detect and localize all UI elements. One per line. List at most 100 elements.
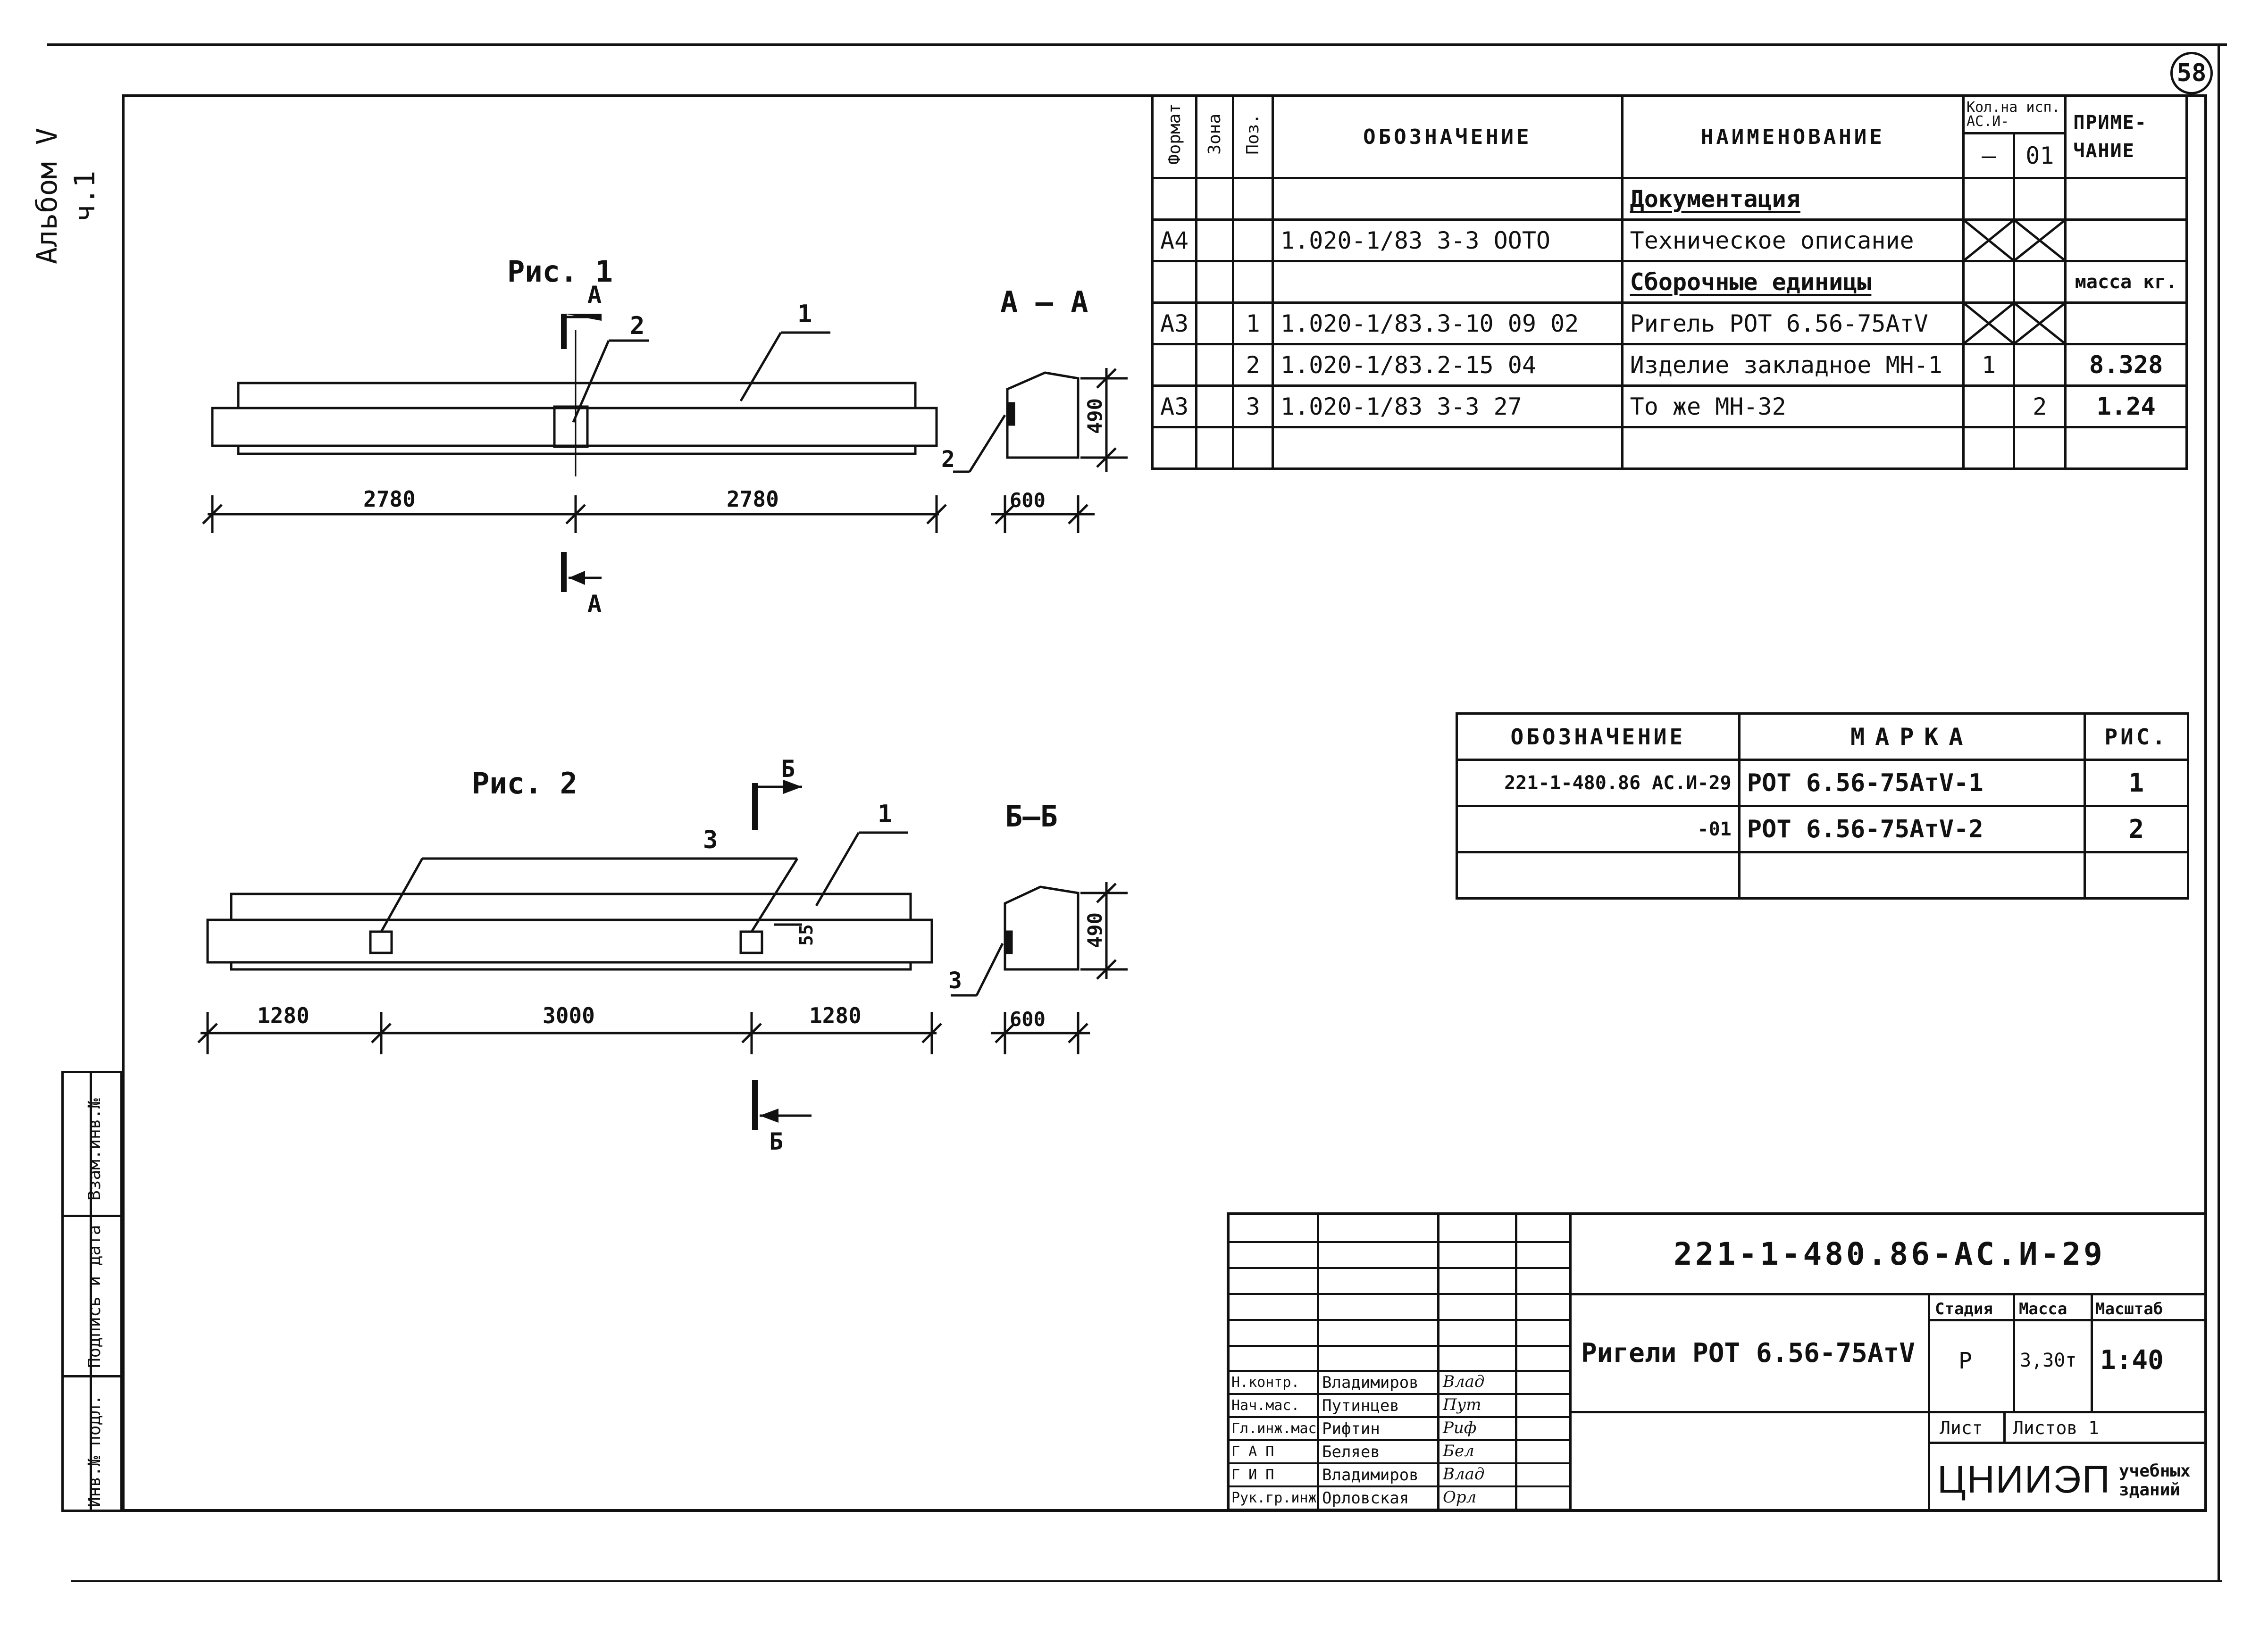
spec-name-cell: То же МН-32 <box>1621 384 1965 428</box>
signature-role: Рук.гр.инж <box>1231 1490 1317 1506</box>
spec-note-cell: масса кг. <box>2064 260 2188 304</box>
spec-qty-01-cell <box>2013 260 2067 304</box>
figure2-beam <box>206 893 933 971</box>
spec-designation-cell: 1.020-1/83.2-15 04 <box>1272 343 1624 387</box>
spec-format-cell <box>1151 343 1198 387</box>
signature-role: Г И П <box>1231 1467 1274 1483</box>
spec-row <box>1151 426 2188 470</box>
spec-designation-cell <box>1272 260 1624 304</box>
spec-pos-cell <box>1232 177 1274 221</box>
spec-name-cell: Ригель РОТ 6.56-75АтV <box>1621 301 1965 345</box>
signature-name: Рифтин <box>1322 1419 1380 1438</box>
sheet-bottom-edge <box>71 1580 2222 1582</box>
mass-value: 3,30т <box>2020 1350 2077 1371</box>
header-pos: Поз. <box>1232 94 1274 179</box>
spec-designation-cell <box>1272 426 1624 470</box>
document-code: 221-1-480.86-АС.И-29 <box>1674 1236 2105 1272</box>
figure1-section <box>1006 371 1080 459</box>
scale-value: 1:40 <box>2100 1345 2164 1376</box>
spec-format-cell: А3 <box>1151 301 1198 345</box>
mark-fig-cell <box>2083 851 2190 900</box>
signature-mark: Риф <box>1443 1418 1477 1437</box>
spec-qty-01-cell <box>2013 177 2067 221</box>
spec-format-cell: А4 <box>1151 218 1198 262</box>
mark-fig-cell: 2 <box>2083 805 2190 853</box>
figure2-title: Рис. 2 <box>472 766 577 801</box>
spec-qty-01-cell <box>2013 426 2067 470</box>
mark-designation-cell: -01 <box>1456 805 1741 853</box>
header-format: Формат <box>1151 94 1198 179</box>
scale-label: Масштаб <box>2095 1300 2163 1318</box>
spec-qty-main-cell <box>1962 260 2016 304</box>
signature-mark: Бел <box>1443 1442 1474 1460</box>
figure1-dim-right: 2780 <box>727 486 779 512</box>
spec-qty-01-cell <box>2013 218 2067 262</box>
spec-qty-main-cell <box>1962 384 2016 428</box>
signature-name: Владимиров <box>1322 1373 1419 1392</box>
signature-mark: Влад <box>1443 1465 1485 1484</box>
header-qty-01: 01 <box>2013 132 2067 179</box>
spec-format-cell <box>1151 177 1198 221</box>
mark-table: ОБОЗНАЧЕНИЕ МАРКА РИС. 221-1-480.86 АС.И… <box>1456 712 2190 900</box>
spec-note-cell: 8.328 <box>2064 343 2188 387</box>
spec-name-cell <box>1621 426 1965 470</box>
spec-pos-cell: 3 <box>1232 384 1274 428</box>
spec-note-cell: 1.24 <box>2064 384 2188 428</box>
spec-note-cell <box>2064 426 2188 470</box>
specification-table: Формат Зона Поз. ОБОЗНАЧЕНИЕ НАИМЕНОВАНИ… <box>1151 94 2188 470</box>
figure2-dim-section-width: 600 <box>1010 1008 1046 1031</box>
sheet-number: 58 <box>2176 59 2207 87</box>
figure2-section-label: Б–Б <box>1005 799 1058 834</box>
spec-qty-main-cell: 1 <box>1962 343 2016 387</box>
spec-qty-main-cell <box>1962 218 2016 262</box>
spec-pos-cell: 1 <box>1232 301 1274 345</box>
spec-name-cell: Изделие закладное МН-1 <box>1621 343 1965 387</box>
signature-name: Путинцев <box>1322 1396 1399 1415</box>
figure2-dim-right: 1280 <box>809 1003 862 1028</box>
spec-qty-main-cell <box>1962 301 2016 345</box>
signature-mark: Орл <box>1443 1488 1477 1507</box>
sheets-label: Листов 1 <box>2013 1418 2100 1438</box>
figure2-callout-beam: 1 <box>878 800 893 828</box>
mark-fig-cell: 1 <box>2083 759 2190 807</box>
stage-label: Стадия <box>1935 1300 1993 1318</box>
signature-name: Беляев <box>1322 1443 1380 1461</box>
spec-zone-cell <box>1195 177 1235 221</box>
figure2-embed-right <box>739 930 763 954</box>
spec-designation-cell: 1.020-1/83.3-10 09 02 <box>1272 301 1624 345</box>
figure1-dim-left: 2780 <box>363 486 416 512</box>
header-qty-group: Кол.на исп. АС.И- <box>1962 94 2067 134</box>
title-cell: Ригели РОТ 6.56-75АтV <box>1572 1295 1930 1413</box>
mark-designation-cell: 221-1-480.86 АС.И-29 <box>1456 759 1741 807</box>
spec-name-cell: Техническое описание <box>1621 218 1965 262</box>
mark-header-fig: РИС. <box>2083 712 2190 761</box>
signature-mark: Влад <box>1443 1372 1485 1391</box>
spec-format-cell: А3 <box>1151 384 1198 428</box>
spec-zone-cell <box>1195 426 1235 470</box>
figure1-embed <box>553 405 589 448</box>
header-zone: Зона <box>1195 94 1235 179</box>
header-designation: ОБОЗНАЧЕНИЕ <box>1272 94 1624 179</box>
spec-designation-cell: 1.020-1/83 3-3 27 <box>1272 384 1624 428</box>
spec-designation-cell: 1.020-1/83 3-3 ООТО <box>1272 218 1624 262</box>
figure2-cut-letter-top: Б <box>781 755 795 783</box>
figure2-section <box>1004 885 1080 971</box>
org-name: ЦНИИЭП <box>1937 1458 2111 1501</box>
spec-qty-01-cell: 2 <box>2013 384 2067 428</box>
spec-note-cell <box>2064 177 2188 221</box>
spec-zone-cell <box>1195 301 1235 345</box>
figure2-dim-left: 1280 <box>257 1003 310 1028</box>
right-border <box>2218 43 2220 1581</box>
spec-pos-cell <box>1232 260 1274 304</box>
